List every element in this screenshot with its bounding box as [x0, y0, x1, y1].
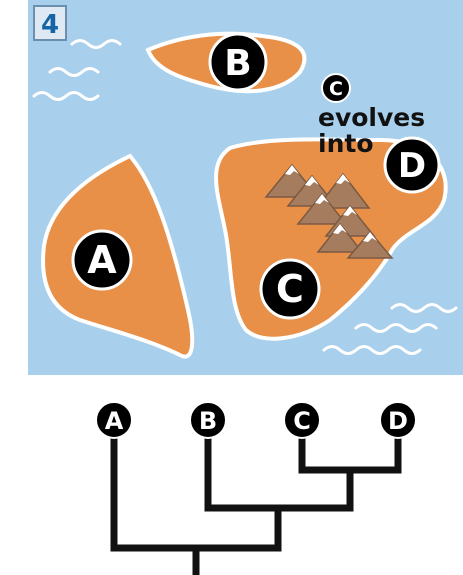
island-label-c: C [259, 258, 321, 320]
svg-text:B: B [199, 407, 217, 435]
note-badge-label: C [329, 78, 343, 100]
mountain-icon [346, 230, 394, 259]
tree-leaf-d: D [379, 401, 417, 439]
mountain-icon [296, 192, 348, 225]
wave-icon [32, 39, 122, 101]
cladogram [110, 428, 402, 575]
island-label-b: B [208, 32, 268, 92]
svg-text:A: A [87, 238, 117, 282]
tree-leaf-a: A [95, 401, 133, 439]
note-badge [321, 73, 351, 103]
svg-text:A: A [105, 407, 124, 435]
tree-leaf-c: C [283, 401, 321, 439]
island-label-a: A [71, 229, 133, 291]
panel-number-badge: 4 [33, 5, 67, 41]
island-label-d: D [383, 136, 441, 194]
evolution-note: C evolves into [318, 73, 425, 158]
svg-text:B: B [224, 43, 251, 84]
mountain-icon [315, 172, 371, 209]
mountain-range [264, 163, 394, 259]
tree-leaf-b: B [189, 401, 227, 439]
note-line-2: into [318, 129, 374, 158]
note-line-1: evolves [318, 103, 425, 132]
svg-text:C: C [276, 267, 304, 311]
wave-icon [322, 303, 458, 355]
mountain-icon [316, 222, 364, 253]
svg-text:D: D [388, 407, 408, 435]
svg-text:C: C [293, 407, 311, 435]
svg-text:D: D [398, 146, 426, 186]
panel-number: 4 [41, 10, 59, 40]
